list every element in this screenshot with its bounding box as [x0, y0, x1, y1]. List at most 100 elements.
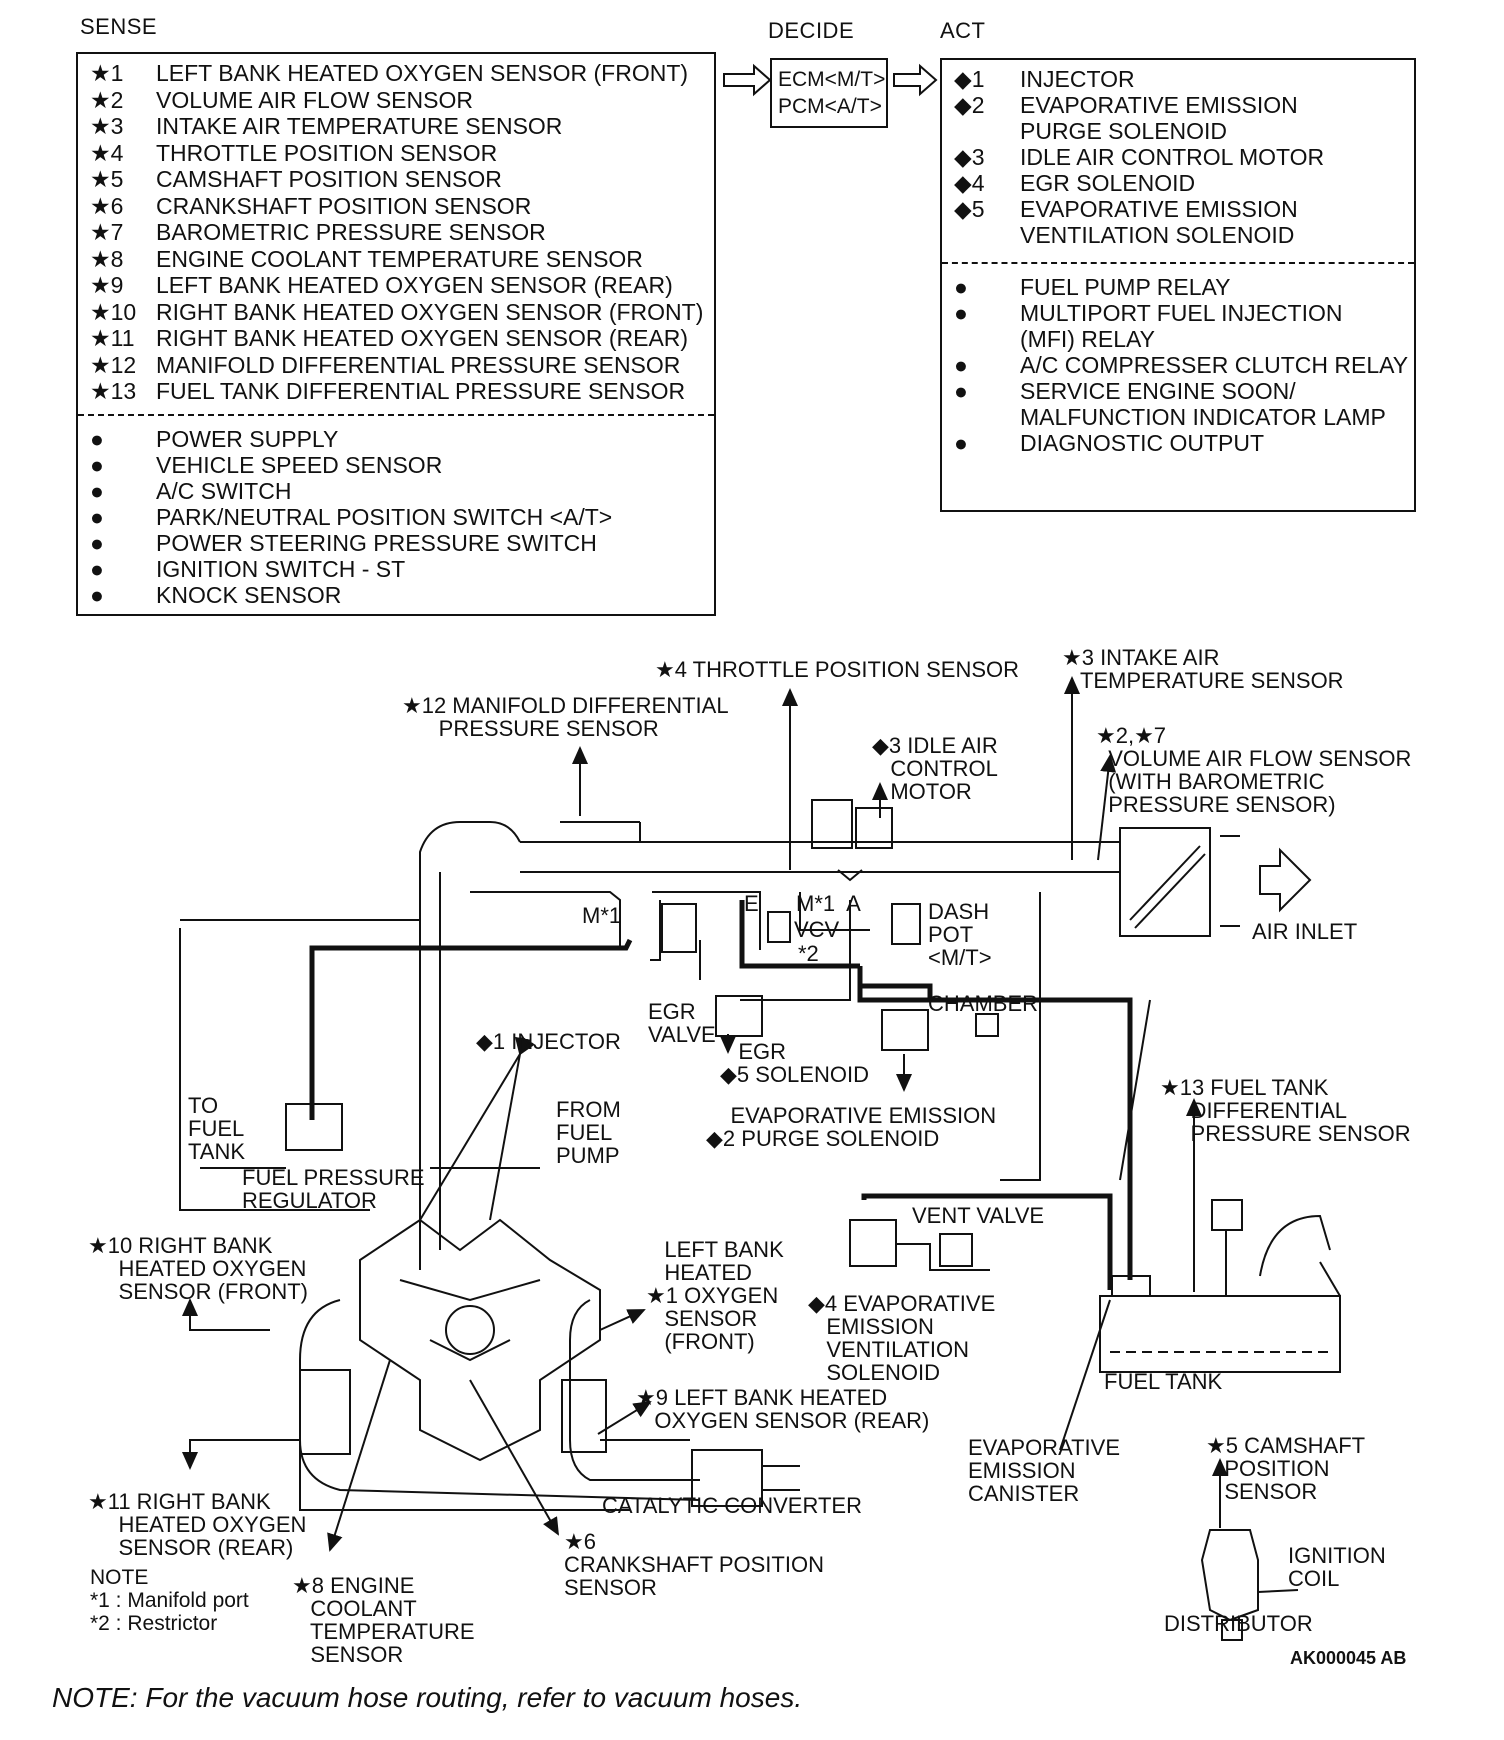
sense-top-item-label: MANIFOLD DIFFERENTIAL PRESSURE SENSOR: [156, 351, 681, 378]
fuel-pressure-regulator: [179, 919, 540, 1211]
vacuum-hoses: [470, 891, 1151, 1181]
sense-header: SENSE: [80, 14, 158, 39]
sense-top-item-marker: ★6: [90, 192, 124, 219]
sense-top-item-label: INTAKE AIR TEMPERATURE SENSOR: [156, 113, 563, 139]
sense-top-item-label: CRANKSHAFT POSITION SENSOR: [156, 192, 532, 219]
fuel-tank: [1099, 1199, 1341, 1373]
label-chamber: CHAMBER: [928, 991, 1039, 1016]
label-from-fuel-pump: FROM FUEL PUMP: [556, 1097, 621, 1168]
sense-bottom-item-label: PARK/NEUTRAL POSITION SWITCH <A/T>: [156, 504, 613, 530]
label-distributor: DISTRIBUTOR: [1164, 1611, 1313, 1636]
figure-code: AK000045 AB: [1290, 1648, 1407, 1668]
act-top-item-marker: ◆3: [954, 144, 985, 170]
label-manifold-port-left: M*1: [582, 903, 622, 928]
act-top-item-label: EGR SOLENOID: [1020, 170, 1196, 196]
label-right-bank-front-sensor: ★10 RIGHT BANK HEATED OXYGEN SENSOR (FRO…: [88, 1233, 308, 1304]
label-evap-purge-solenoid: EVAPORATIVE EMISSION ◆2 PURGE SOLENOID: [706, 1103, 997, 1151]
sense-top-item-label: CAMSHAFT POSITION SENSOR: [156, 166, 502, 192]
sense-divider: [78, 414, 714, 416]
label-left-bank-front-sensor: LEFT BANK HEATED ★1 OXYGEN SENSOR (FRONT…: [646, 1237, 784, 1354]
act-header: ACT: [940, 18, 986, 43]
label-restrictor: *2: [798, 941, 819, 966]
act-top-item-label: IDLE AIR CONTROL MOTOR: [1020, 144, 1325, 170]
sense-top-item-marker: ★12: [90, 351, 137, 378]
act-bottom-item-marker: ●: [954, 378, 968, 404]
sense-top-item-marker: ★7: [90, 219, 124, 245]
sense-bottom-item-label: IGNITION SWITCH - ST: [156, 556, 406, 582]
label-egr-solenoid: EGR ◆5 SOLENOID: [720, 1039, 869, 1087]
label-manifold-port-a: M*1 A: [796, 891, 861, 916]
ecm-line-1: ECM<M/T>: [778, 68, 886, 91]
sense-top-item-marker: ★3: [90, 113, 124, 139]
ecm-line-2: PCM<A/T>: [778, 95, 882, 118]
label-vent-valve: VENT VALVE: [912, 1203, 1045, 1228]
label-air-inlet: AIR INLET: [1252, 919, 1358, 944]
act-top-item-marker: ◆5: [954, 196, 985, 222]
label-injector: ◆1 INJECTOR: [476, 1029, 621, 1054]
label-manifold-diff-pressure-sensor: ★12 MANIFOLD DIFFERENTIAL PRESSURE SENSO…: [402, 693, 729, 741]
label-to-fuel-tank: TO FUEL TANK: [188, 1093, 246, 1164]
sense-bottom-item-label: VEHICLE SPEED SENSOR: [156, 452, 443, 478]
sense-bottom-item-marker: ●: [90, 530, 104, 556]
sense-top-item-label: FUEL TANK DIFFERENTIAL PRESSURE SENSOR: [156, 378, 686, 404]
label-fuel-tank: FUEL TANK: [1104, 1369, 1223, 1394]
act-bottom-item-label: MALFUNCTION INDICATOR LAMP: [1020, 404, 1386, 430]
label-egr-valve: EGR VALVE: [648, 999, 716, 1047]
decide-to-act-arrow: [893, 63, 938, 97]
footer-note: NOTE: For the vacuum hose routing, refer…: [52, 1682, 803, 1713]
sense-top-item-marker: ★13: [90, 378, 137, 404]
label-evap-ventilation-solenoid: ◆4 EVAPORATIVE EMISSION VENTILATION SOLE…: [808, 1291, 996, 1385]
vcv-body: [767, 911, 791, 943]
act-top-item-marker: ◆4: [954, 170, 985, 196]
label-fuel-pressure-regulator: FUEL PRESSURE REGULATOR: [242, 1165, 425, 1213]
act-top-item-label: PURGE SOLENOID: [1020, 118, 1228, 144]
sense-top-item-marker: ★1: [90, 60, 124, 86]
label-evap-emission-canister: EVAPORATIVE EMISSION CANISTER: [968, 1435, 1121, 1506]
note-block: NOTE *1 : Manifold port *2 : Restrictor: [90, 1566, 249, 1635]
sense-bottom-item-marker: ●: [90, 452, 104, 478]
act-bottom-item-label: MULTIPORT FUEL INJECTION: [1020, 300, 1343, 326]
sense-top-item-label: VOLUME AIR FLOW SENSOR: [156, 86, 473, 113]
sense-bottom-item-marker: ●: [90, 426, 104, 452]
act-bottom-item-label: FUEL PUMP RELAY: [1020, 274, 1231, 300]
sense-bottom-item-label: KNOCK SENSOR: [156, 582, 342, 608]
dash-pot-body: [891, 903, 921, 945]
sense-top-item-label: RIGHT BANK HEATED OXYGEN SENSOR (FRONT): [156, 298, 704, 325]
sense-top-item-marker: ★10: [90, 298, 137, 325]
label-ignition-coil: IGNITION COIL: [1288, 1543, 1386, 1591]
act-top-item-label: EVAPORATIVE EMISSION: [1020, 196, 1298, 222]
label-e-port: E: [744, 891, 759, 916]
sense-top-item-label: RIGHT BANK HEATED OXYGEN SENSOR (REAR): [156, 325, 689, 351]
sense-top-item-label: THROTTLE POSITION SENSOR: [156, 139, 498, 166]
act-bottom-item-label: DIAGNOSTIC OUTPUT: [1020, 430, 1265, 456]
label-dash-pot: DASH POT <M/T>: [928, 899, 992, 970]
label-left-bank-rear-sensor: ★9 LEFT BANK HEATED OXYGEN SENSOR (REAR): [636, 1385, 930, 1433]
label-volume-air-flow-sensor: ★2,★7 VOLUME AIR FLOW SENSOR (WITH BAROM…: [1096, 723, 1412, 817]
act-bottom-item-label: SERVICE ENGINE SOON/: [1020, 378, 1296, 404]
label-right-bank-rear-sensor: ★11 RIGHT BANK HEATED OXYGEN SENSOR (REA…: [88, 1489, 307, 1560]
sense-top-item-label: ENGINE COOLANT TEMPERATURE SENSOR: [156, 245, 643, 272]
ecm-box: ECM<M/T> PCM<A/T>: [770, 58, 888, 128]
sense-bottom-item-marker: ●: [90, 478, 104, 504]
sense-to-decide-arrow: [723, 63, 772, 97]
label-fuel-tank-diff-sensor: ★13 FUEL TANK DIFFERENTIAL PRESSURE SENS…: [1160, 1075, 1411, 1146]
sense-bottom-item-label: POWER SUPPLY: [156, 426, 339, 452]
act-top-item-label: VENTILATION SOLENOID: [1020, 222, 1295, 248]
label-idle-air-control-motor: ◆3 IDLE AIR CONTROL MOTOR: [872, 733, 998, 804]
sense-top-item-marker: ★8: [90, 245, 124, 272]
act-bottom-item-marker: ●: [954, 300, 968, 326]
sense-bottom-item-marker: ●: [90, 504, 104, 530]
sense-top-item-marker: ★9: [90, 272, 124, 298]
sense-bottom-item-marker: ●: [90, 556, 104, 582]
label-engine-coolant-temp-sensor: ★8 ENGINE COOLANT TEMPERATURE SENSOR: [292, 1573, 475, 1667]
act-top-item-label: EVAPORATIVE EMISSION: [1020, 92, 1298, 118]
engine-block: [359, 1218, 601, 1462]
sense-bottom-item-marker: ●: [90, 582, 104, 608]
act-bottom-item-label: A/C COMPRESSER CLUTCH RELAY: [1020, 352, 1409, 378]
act-bottom-item-marker: ●: [954, 430, 968, 456]
sense-top-item-label: LEFT BANK HEATED OXYGEN SENSOR (REAR): [156, 272, 673, 298]
act-bottom-item-marker: ●: [954, 352, 968, 378]
act-top-item-marker: ◆1: [954, 66, 985, 92]
